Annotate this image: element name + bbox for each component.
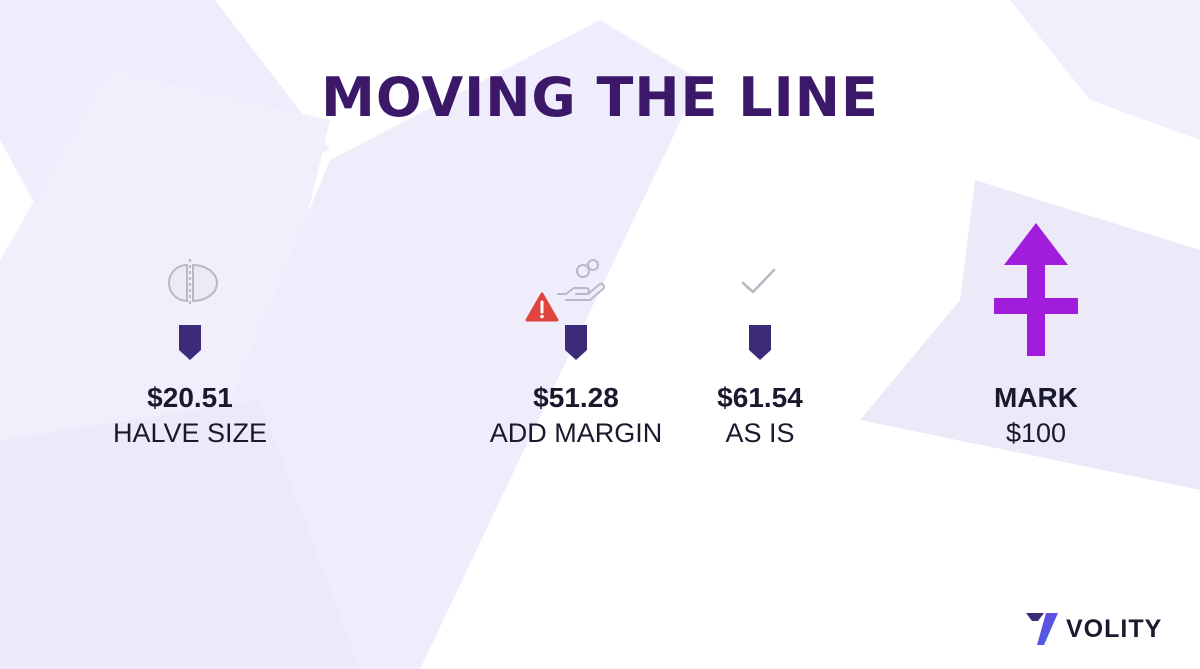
pin-marker-halve [179, 325, 201, 360]
pin-marker-margin [565, 325, 587, 360]
volity-logo-icon [1026, 613, 1058, 645]
mark-price: $100 [1005, 418, 1067, 448]
margin-label: ADD MARGIN [489, 418, 663, 448]
checkmark-icon [741, 268, 776, 294]
page-title: MOVING THE LINE [321, 66, 879, 129]
up-arrow-icon [994, 223, 1078, 356]
brand-name: VOLITY [1066, 614, 1163, 643]
mark-heading: MARK [994, 382, 1078, 413]
warning-icon [525, 292, 559, 322]
pin-marker-asis [749, 325, 771, 360]
half-circle-icon [168, 259, 218, 307]
margin-price: $51.28 [533, 382, 619, 413]
hand-coins-icon [557, 259, 605, 301]
as-is-label: AS IS [725, 418, 795, 448]
brand-logo: VOLITY [1024, 606, 1162, 652]
halve-label: HALVE SIZE [112, 418, 268, 448]
as-is-price: $61.54 [717, 382, 803, 413]
halve-price: $20.51 [147, 382, 233, 413]
